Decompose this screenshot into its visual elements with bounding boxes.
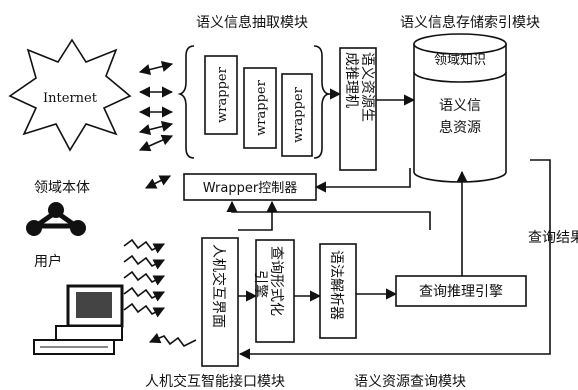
query-engine-label: 查询推理引擎 <box>419 284 503 300</box>
wrapper-box-2: wrapper <box>243 67 277 149</box>
hci-box <box>201 237 239 367</box>
syntax-parser-label: 语法解析器 <box>328 250 344 320</box>
wrapper-3-label: wrapper <box>291 86 306 142</box>
title-storage-module: 语义信息存储索引模块 <box>400 14 540 31</box>
ontology-network-icon <box>26 202 86 236</box>
title-interface-module: 人机交互智能接口模块 <box>145 373 285 390</box>
storage-to-controller-arrow <box>314 168 411 193</box>
domain-knowledge-label: 领域知识 <box>434 52 486 68</box>
syntax-parser-box <box>319 243 357 339</box>
title-query-module: 语义资源查询模块 <box>354 374 466 390</box>
query-formal-label-1: 查询形式化 <box>268 246 284 316</box>
hci-label: 人机交互界面 <box>210 244 227 328</box>
semantic-storage-cylinder <box>413 33 507 183</box>
ontology-arrow <box>144 175 172 189</box>
title-extraction-module: 语义信息抽取模块 <box>196 14 308 31</box>
internet-wrapper-arrows <box>138 61 174 152</box>
semantic-generator-label-1: 语义资源生 <box>359 52 375 122</box>
query-formal-box <box>255 239 295 343</box>
user-label: 用户 <box>34 253 62 270</box>
user-wireless-arrows <box>123 238 197 348</box>
domain-ontology-label: 领域本体 <box>34 180 90 196</box>
wrapper-2-label: wrapper <box>254 79 269 135</box>
wrapper-controller-label: Wrapper控制器 <box>203 181 297 196</box>
semantic-info-label-1: 语义信 <box>439 98 481 114</box>
wrapper-1-label: wrapper <box>215 66 230 122</box>
query-result-label: 查询结果 <box>528 230 578 246</box>
wrapper-box-3: wrapper <box>281 73 313 157</box>
internet-star-shape <box>8 38 132 152</box>
query-result-arrow <box>238 159 551 360</box>
query-module-to-controller-arrow <box>226 200 431 230</box>
internet-label: Internet <box>43 91 98 106</box>
semantic-generator-label-2: 成推理机 <box>343 52 359 108</box>
hci-to-controller-arrow <box>238 200 278 231</box>
wrapper-bracket-left <box>177 45 195 159</box>
wrapper-bracket-right <box>313 45 331 159</box>
computer-icon <box>33 284 124 355</box>
query-engine-box <box>395 275 527 307</box>
wrapper-box-1: wrapper <box>204 55 238 135</box>
query-formal-label-2: 引擎 <box>252 270 268 298</box>
semantic-info-label-2: 息资源 <box>439 119 481 136</box>
semantic-generator-box <box>339 47 377 171</box>
